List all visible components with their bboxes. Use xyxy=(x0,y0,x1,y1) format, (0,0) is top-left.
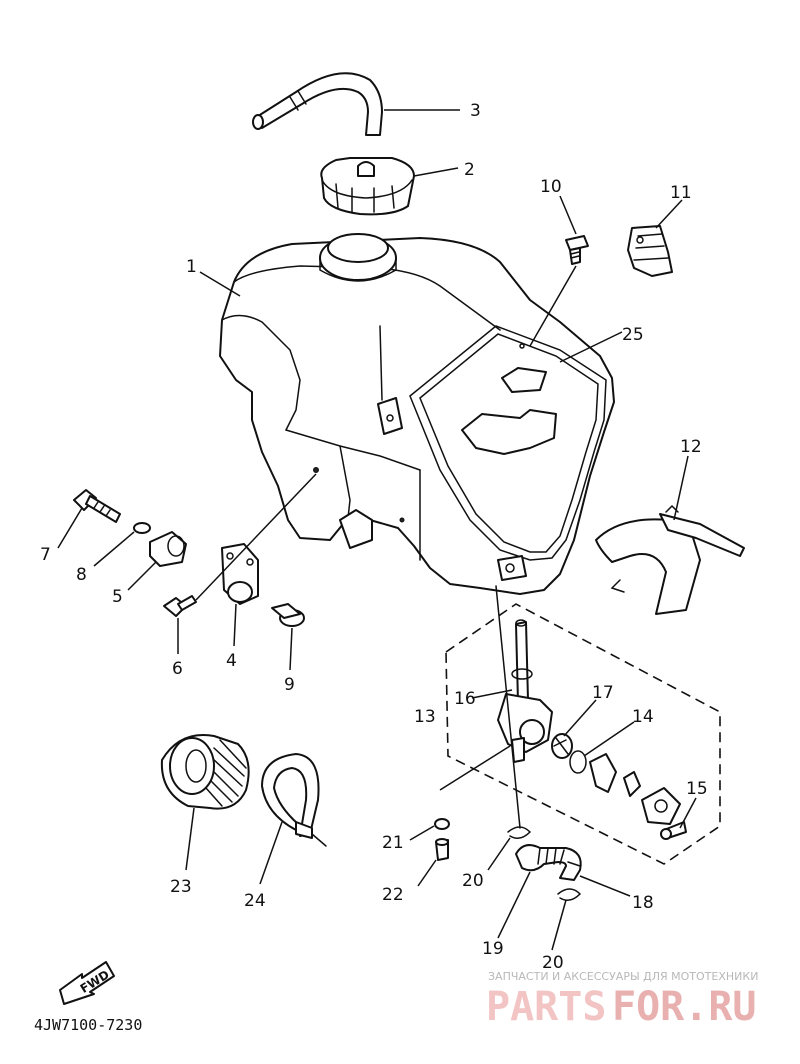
bolt-10 xyxy=(565,235,589,265)
band-24 xyxy=(261,753,327,847)
o-ring-14 xyxy=(569,750,587,774)
callout-2: 2 xyxy=(464,160,475,180)
breather-hose xyxy=(252,72,383,136)
fuel-cap xyxy=(320,157,415,216)
watermark-brand-part2: FOR.RU xyxy=(612,984,757,1030)
callout-6: 6 xyxy=(172,659,183,679)
callout-8: 8 xyxy=(76,565,87,585)
callout-10: 10 xyxy=(540,177,562,197)
fuel-tank xyxy=(219,233,615,595)
callout-11: 11 xyxy=(670,183,692,203)
collar-9 xyxy=(271,603,305,627)
callout-17: 17 xyxy=(592,683,614,703)
fuel-cock-assembly-outline xyxy=(445,603,721,865)
bracket-4 xyxy=(221,543,259,605)
callout-21: 21 xyxy=(382,833,404,853)
callout-23: 23 xyxy=(170,877,192,897)
drawing-code: 4JW7100-7230 xyxy=(34,1016,142,1034)
screw-22 xyxy=(435,838,449,861)
seal-12 xyxy=(595,504,745,615)
callout-5: 5 xyxy=(112,587,123,607)
callout-15: 15 xyxy=(686,779,708,799)
callout-7: 7 xyxy=(40,545,51,565)
watermark-tagline: ЗАПЧАСТИ И АКСЕССУАРЫ ДЛЯ МОТОТЕХНИКИ xyxy=(488,970,758,983)
callout-9: 9 xyxy=(284,675,295,695)
clip-20-upper xyxy=(507,826,532,839)
callout-labels: 3 2 1 10 11 25 12 7 8 5 6 4 9 16 13 17 1… xyxy=(40,101,708,973)
callout-20-upper: 20 xyxy=(462,871,484,891)
fwd-arrow-icon: FWD xyxy=(59,961,115,1005)
washer-8 xyxy=(133,522,151,534)
callout-20-lower: 20 xyxy=(542,953,564,973)
leader-lines xyxy=(57,109,697,951)
callout-25: 25 xyxy=(622,325,644,345)
lever-parts xyxy=(589,753,681,825)
callout-14: 14 xyxy=(632,707,654,727)
damper-11 xyxy=(627,225,673,277)
callout-13: 13 xyxy=(414,707,436,727)
callout-16: 16 xyxy=(454,689,476,709)
watermark-brand-part1: PARTS xyxy=(486,984,606,1030)
gasket-17 xyxy=(551,733,573,759)
fuel-hose-19 xyxy=(515,844,582,881)
watermark: ЗАПЧАСТИ И АКСЕССУАРЫ ДЛЯ МОТОТЕХНИКИ PA… xyxy=(486,970,758,1030)
callout-19: 19 xyxy=(482,939,504,959)
clip-20-lower xyxy=(557,888,582,901)
callout-12: 12 xyxy=(680,437,702,457)
callout-4: 4 xyxy=(226,651,237,671)
bolt-6 xyxy=(163,595,197,617)
callout-24: 24 xyxy=(244,891,266,911)
callout-22: 22 xyxy=(382,885,404,905)
o-ring-16 xyxy=(511,668,533,680)
washer-21 xyxy=(434,818,450,830)
callout-18: 18 xyxy=(632,893,654,913)
grommet-5 xyxy=(149,531,187,567)
bolt-7 xyxy=(73,489,121,523)
filter-23 xyxy=(160,734,250,810)
callout-3: 3 xyxy=(470,101,481,121)
callout-1: 1 xyxy=(186,257,197,277)
